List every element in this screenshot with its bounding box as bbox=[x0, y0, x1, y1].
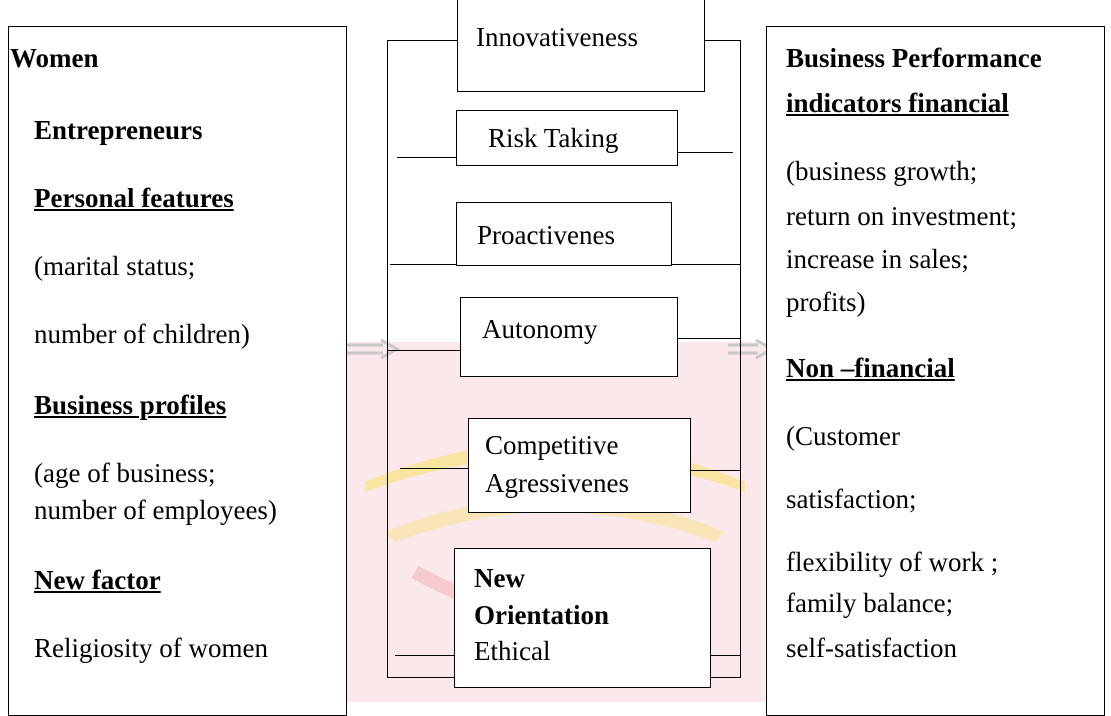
competitive-box bbox=[468, 418, 691, 513]
personal-features-line2: number of children) bbox=[34, 319, 250, 349]
non-financial-heading: Non –financial bbox=[786, 353, 955, 383]
non-financial-line1: (Customer bbox=[786, 421, 900, 451]
connector bbox=[400, 468, 468, 469]
non-financial-line5: self-satisfaction bbox=[786, 633, 957, 663]
proactiveness-box bbox=[456, 202, 672, 266]
proactiveness-label: Proactivenes bbox=[477, 220, 615, 250]
connector bbox=[672, 264, 740, 265]
business-profiles-line2: number of employees) bbox=[34, 495, 277, 525]
new-orientation-label-line3: Ethical bbox=[474, 636, 551, 666]
left-panel bbox=[8, 26, 347, 716]
competitive-label-line1: Competitive bbox=[485, 430, 619, 460]
connector bbox=[397, 157, 457, 158]
connector bbox=[390, 264, 456, 265]
new-orientation-box bbox=[454, 548, 711, 688]
financial-line4: profits) bbox=[786, 287, 866, 317]
connector bbox=[705, 40, 741, 41]
connector bbox=[387, 40, 457, 41]
business-profiles-line1: (age of business; bbox=[34, 458, 216, 488]
left-title-line2: Entrepreneurs bbox=[34, 115, 203, 145]
non-financial-line2: satisfaction; bbox=[786, 484, 917, 514]
connector bbox=[711, 655, 740, 656]
connector-bottom-right bbox=[711, 677, 741, 678]
personal-features-heading: Personal features bbox=[34, 183, 234, 213]
right-panel bbox=[766, 26, 1105, 716]
personal-features-line1: (marital status; bbox=[34, 251, 196, 281]
right-title-line1: Business Performance bbox=[786, 43, 1042, 73]
right-vertical-bracket bbox=[740, 40, 741, 677]
connector-bottom-left bbox=[387, 677, 457, 678]
risk-taking-label: Risk Taking bbox=[488, 123, 619, 153]
financial-line1: (business growth; bbox=[786, 156, 978, 186]
new-factor-heading: New factor bbox=[34, 565, 161, 595]
autonomy-label: Autonomy bbox=[482, 314, 598, 344]
connector bbox=[678, 152, 733, 153]
left-arrow bbox=[345, 338, 401, 360]
new-factor-line1: Religiosity of women bbox=[34, 633, 268, 663]
risk-taking-box bbox=[456, 110, 678, 166]
financial-line3: increase in sales; bbox=[786, 244, 969, 274]
new-orientation-label-line1: New bbox=[474, 563, 525, 593]
innovativeness-label: Innovativeness bbox=[476, 22, 638, 52]
connector bbox=[678, 338, 740, 339]
business-profiles-heading: Business profiles bbox=[34, 390, 227, 420]
new-orientation-label-line2: Orientation bbox=[474, 600, 609, 630]
connector bbox=[388, 350, 460, 351]
financial-line2: return on investment; bbox=[786, 201, 1017, 231]
right-title-line2: indicators financial bbox=[786, 88, 1009, 118]
connector bbox=[691, 470, 740, 471]
autonomy-box bbox=[460, 297, 678, 377]
innovativeness-box bbox=[457, 0, 705, 92]
non-financial-line4-visible: family balance; bbox=[786, 588, 954, 618]
left-title-line1: Women bbox=[10, 43, 99, 73]
non-financial-line3: flexibility of work ; bbox=[786, 547, 999, 577]
connector bbox=[395, 655, 457, 656]
left-vertical-bracket bbox=[387, 40, 388, 677]
competitive-label-line2: Agressivenes bbox=[485, 468, 629, 498]
